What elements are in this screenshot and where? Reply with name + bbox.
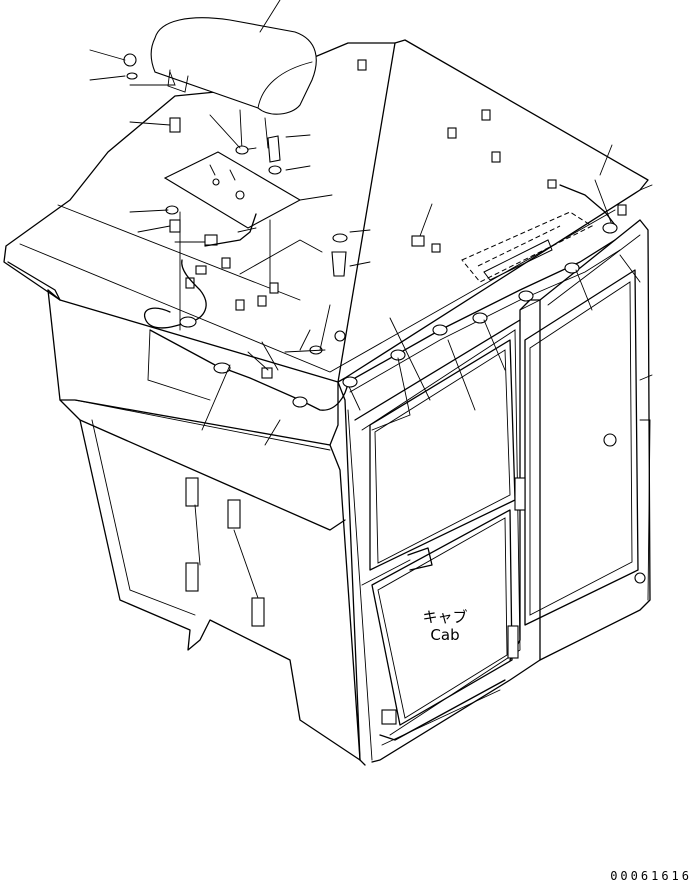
side-bolt: [634, 572, 646, 584]
nut-2: [169, 117, 181, 133]
clip-1: [261, 367, 273, 379]
side-latch: [603, 433, 617, 447]
roof-light-outline: [461, 211, 594, 283]
hinge-upper-left: [185, 477, 199, 507]
roof-studs: [185, 59, 627, 311]
hinge-lower-right: [251, 597, 265, 627]
hinges: [185, 433, 646, 725]
headrest-assembly: [150, 17, 317, 151]
washer-5: [332, 233, 348, 243]
clip-2: [204, 234, 218, 246]
plate: [163, 151, 302, 229]
wire-harness: [143, 179, 621, 586]
nut-3: [169, 219, 181, 233]
hinge-upper-right: [227, 499, 241, 529]
leader-lines: [89, 0, 653, 446]
washer-3: [268, 165, 282, 175]
cab-body: [3, 39, 651, 766]
headrest: [150, 17, 317, 115]
harness-clips: [179, 222, 618, 408]
door-latch: [381, 709, 397, 725]
connector: [411, 235, 425, 247]
nut-4: [334, 330, 346, 342]
clip-3: [195, 265, 207, 275]
bolt-1: [267, 135, 281, 163]
washer-1: [126, 72, 138, 80]
drawing-code: 00061616: [610, 869, 692, 883]
hardware: [123, 53, 441, 379]
hinge-lower-left: [185, 562, 199, 592]
cab-label-japanese: キャブ: [422, 608, 467, 626]
cab-label-english: Cab: [430, 626, 459, 644]
nut-1: [123, 53, 137, 67]
bolt-2: [331, 251, 347, 277]
door-hinge-upper: [514, 477, 526, 511]
washer-2: [235, 145, 249, 155]
door-hinge-lower: [507, 625, 519, 659]
